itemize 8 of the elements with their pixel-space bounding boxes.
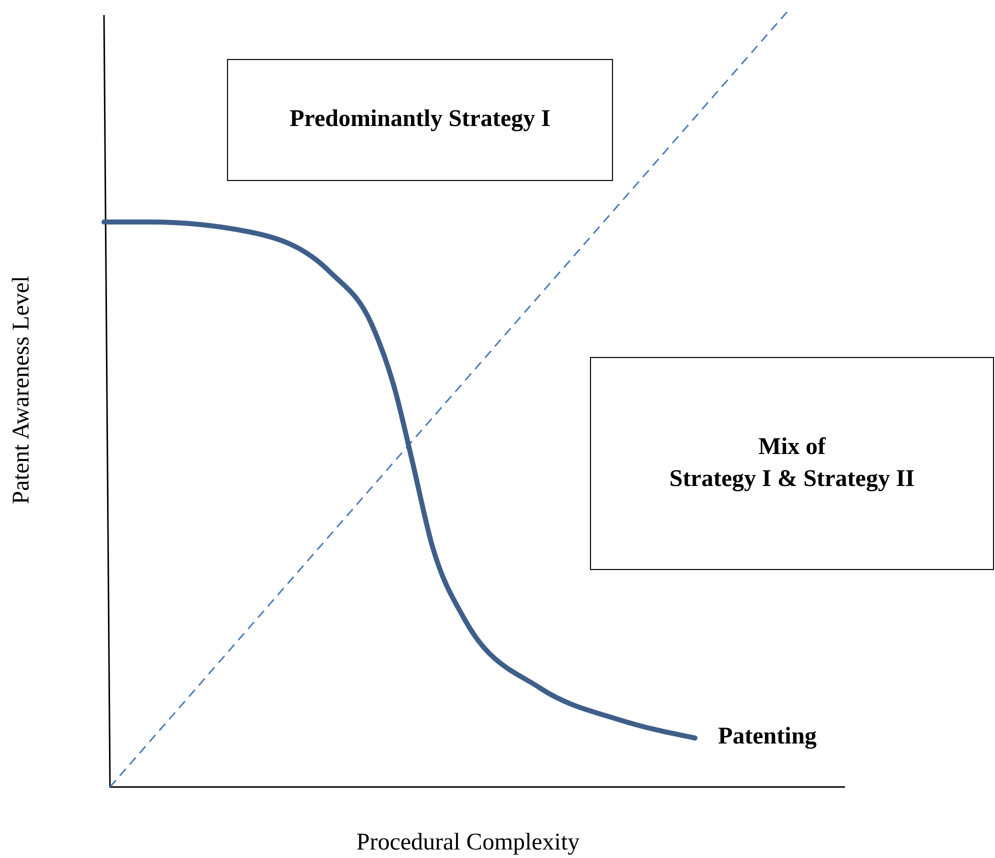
box-text: Strategy I & Strategy II — [669, 464, 915, 494]
x-axis-title: Procedural Complexity — [356, 830, 580, 856]
strategy-box — [227, 59, 613, 181]
box-text: Mix of — [758, 433, 826, 462]
strategy-box — [590, 357, 994, 570]
curve-label: Patenting — [718, 724, 817, 750]
y-axis-title: Patent Awareness Level — [8, 276, 36, 504]
box-text: Predominantly Strategy I — [290, 105, 550, 134]
